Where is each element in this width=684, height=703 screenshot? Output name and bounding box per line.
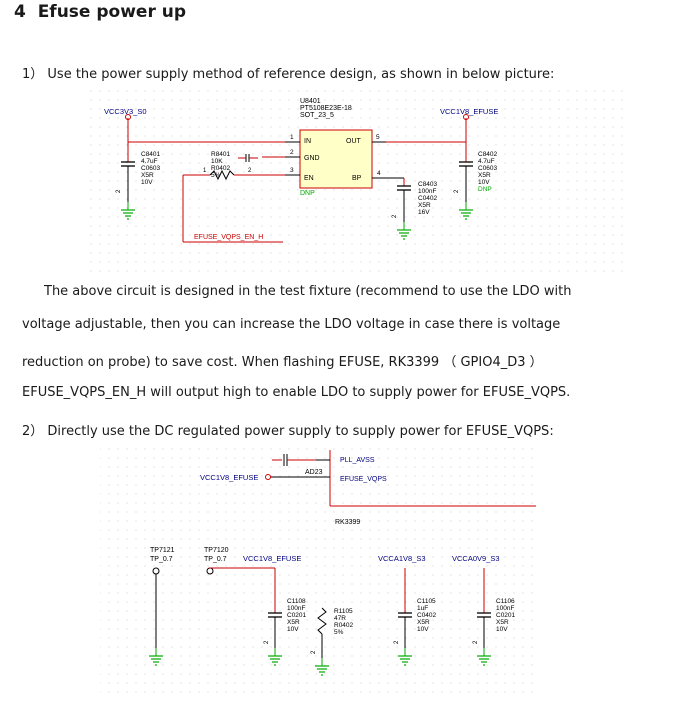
- c1105-ref: C1105: [417, 598, 436, 605]
- svg-text:1: 1: [290, 134, 294, 141]
- svg-text:4.7uF: 4.7uF: [478, 158, 495, 165]
- dc-supply-schematic: PLL_AVSS EFUSE_VQPS AD23 VCC1V8_EFUSE RK…: [100, 448, 540, 696]
- svg-text:C0402: C0402: [417, 612, 437, 619]
- step-1: 1） Use the power supply method of refere…: [22, 67, 555, 82]
- svg-text:R0402: R0402: [211, 165, 231, 172]
- svg-text:2: 2: [116, 189, 122, 193]
- svg-text:C0402: C0402: [418, 195, 438, 202]
- svg-text:2: 2: [290, 149, 294, 156]
- section-title: Efuse power up: [37, 2, 187, 22]
- paragraph-line-1: The above circuit is designed in the tes…: [44, 284, 572, 299]
- section-heading: 4 Efuse power up: [14, 2, 186, 22]
- svg-text:X5R: X5R: [141, 172, 154, 179]
- svg-text:X5R: X5R: [287, 619, 300, 626]
- r8401-ref: R8401: [211, 151, 231, 158]
- svg-text:4.7uF: 4.7uF: [141, 158, 158, 165]
- c8401-ref: C8401: [141, 151, 161, 158]
- svg-text:100nF: 100nF: [418, 188, 436, 195]
- svg-text:1: 1: [203, 168, 207, 174]
- paragraph-line-4: EFUSE_VQPS_EN_H will output high to enab…: [22, 385, 571, 400]
- svg-text:2: 2: [311, 650, 317, 654]
- svg-text:3: 3: [290, 167, 294, 174]
- svg-text:10V: 10V: [478, 179, 490, 186]
- svg-text:IN: IN: [304, 138, 311, 145]
- svg-text:C0201: C0201: [496, 612, 516, 619]
- vcc-in-label: VCC3V3_S0: [104, 107, 147, 116]
- svg-text:2: 2: [248, 168, 252, 174]
- svg-text:C0603: C0603: [478, 165, 498, 172]
- efuse-vqps-label: EFUSE_VQPS: [340, 476, 387, 483]
- pll-avss-label: PLL_AVSS: [340, 457, 375, 464]
- vcca0v9-s3-label: VCCA0V9_S3: [452, 554, 500, 563]
- svg-text:10V: 10V: [496, 626, 508, 633]
- vcca1v8-s3-label: VCCA1V8_S3: [378, 554, 426, 563]
- svg-text:C0603: C0603: [141, 165, 161, 172]
- svg-text:X5R: X5R: [417, 619, 430, 626]
- vcc1v8-efuse-label: VCC1V8_EFUSE: [200, 473, 258, 482]
- tp7120-ref: TP7120: [204, 547, 229, 554]
- paragraph-line-3: reduction on probe) to save cost. When f…: [22, 355, 543, 370]
- svg-text:OUT: OUT: [346, 138, 362, 145]
- ldo-schematic: VCC3V3_S0 VCC1V8_EFUSE 2 C8401 4.7uF C06…: [88, 90, 628, 272]
- chip-label: RK3399: [335, 519, 360, 526]
- tp7121-ref: TP7121: [150, 547, 175, 554]
- svg-text:BP: BP: [352, 175, 362, 182]
- grid-background-2: [100, 448, 540, 696]
- ic-part: PT5108E23E-18: [300, 105, 352, 112]
- vcc-in-port: [125, 114, 131, 120]
- svg-text:EN: EN: [304, 175, 314, 182]
- ic-package: SOT_23_5: [300, 112, 334, 119]
- svg-text:C0201: C0201: [287, 612, 307, 619]
- svg-text:47R: 47R: [334, 615, 346, 622]
- svg-text:100nF: 100nF: [496, 605, 514, 612]
- step-2: 2） Directly use the DC regulated power s…: [22, 424, 554, 439]
- svg-text:4: 4: [377, 170, 381, 177]
- c8402-ref: C8402: [478, 151, 498, 158]
- c1106-ref: C1106: [496, 598, 515, 605]
- svg-text:DNP: DNP: [478, 186, 492, 193]
- svg-text:10V: 10V: [287, 626, 299, 633]
- svg-text:R0402: R0402: [334, 622, 354, 629]
- svg-text:X5R: X5R: [478, 172, 491, 179]
- svg-text:X5R: X5R: [418, 202, 431, 209]
- svg-text:2: 2: [264, 640, 270, 644]
- svg-text:5%: 5%: [334, 629, 344, 636]
- svg-text:5: 5: [376, 134, 380, 141]
- paragraph-line-2: voltage adjustable, then you can increas…: [22, 317, 561, 332]
- svg-text:100nF: 100nF: [287, 605, 305, 612]
- svg-text:2: 2: [473, 640, 479, 644]
- ic-ref: U8401: [300, 98, 321, 105]
- svg-text:1uF: 1uF: [417, 605, 428, 612]
- svg-text:TP_0.7: TP_0.7: [150, 556, 173, 563]
- svg-text:2: 2: [454, 189, 460, 193]
- c1108-ref: C1108: [287, 598, 306, 605]
- ic-dnp: DNP: [300, 190, 315, 197]
- enable-net-label: EFUSE_VQPS_EN_H: [194, 234, 263, 241]
- svg-text:GND: GND: [304, 155, 320, 162]
- r1105-ref: R1105: [334, 608, 353, 615]
- resistor-symbol: [317, 607, 327, 635]
- svg-text:10K: 10K: [211, 158, 223, 165]
- svg-text:10V: 10V: [141, 179, 153, 186]
- svg-text:10V: 10V: [417, 626, 429, 633]
- resistor-symbol: [209, 169, 235, 181]
- svg-text:2: 2: [394, 640, 400, 644]
- vcc-out-port: [463, 114, 469, 120]
- vcc-out-label: VCC1V8_EFUSE: [440, 107, 498, 116]
- c8403-ref: C8403: [418, 181, 438, 188]
- ldo-ic: [299, 129, 373, 189]
- svg-text:TP_0.7: TP_0.7: [204, 556, 227, 563]
- svg-text:16V: 16V: [418, 209, 430, 216]
- section-number: 4: [14, 2, 26, 22]
- ad23-pin: AD23: [305, 469, 323, 476]
- svg-text:2: 2: [392, 214, 398, 218]
- vcc1v8-efuse-label-2: VCC1V8_EFUSE: [243, 554, 301, 563]
- svg-text:X5R: X5R: [496, 619, 509, 626]
